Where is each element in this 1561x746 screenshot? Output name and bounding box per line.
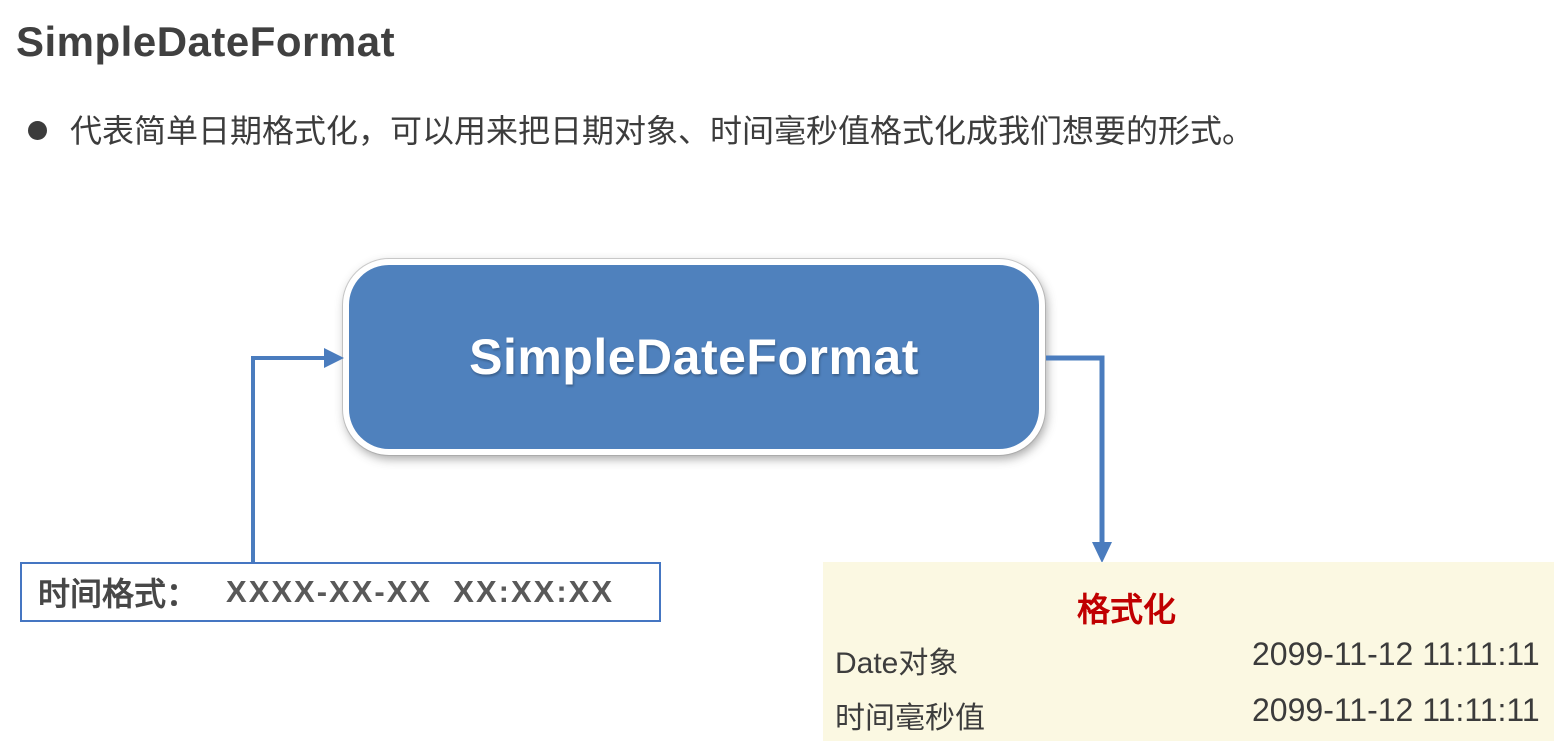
input-connector-arrowhead-icon: [324, 348, 344, 368]
format-result-box: 格式化 Date对象 2099-11-12 11:11:11 时间毫秒值 209…: [823, 562, 1554, 741]
format-row-value: 2099-11-12 11:11:11: [1252, 692, 1540, 728]
simpledateformat-box-label: SimpleDateFormat: [469, 329, 919, 385]
time-pattern-value: XXXX-XX-XX XX:XX:XX: [226, 574, 615, 609]
format-row-label: Date对象: [835, 647, 959, 680]
input-connector-line: [251, 356, 325, 562]
page-title: SimpleDateFormat: [16, 18, 396, 65]
output-connector-line: [1046, 355, 1105, 543]
output-connector-arrowhead-icon: [1092, 542, 1112, 563]
bullet-item: 代表简单日期格式化，可以用来把日期对象、时间毫秒值格式化成我们想要的形式。: [28, 110, 1254, 152]
simpledateformat-box: SimpleDateFormat: [343, 259, 1045, 455]
format-row-label: 时间毫秒值: [835, 702, 985, 735]
bullet-text: 代表简单日期格式化，可以用来把日期对象、时间毫秒值格式化成我们想要的形式。: [70, 113, 1255, 149]
format-row-value: 2099-11-12 11:11:11: [1252, 636, 1540, 672]
bullet-icon: [28, 121, 47, 140]
time-pattern-box: 时间格式： XXXX-XX-XX XX:XX:XX: [20, 562, 661, 622]
format-heading: 格式化: [1077, 591, 1176, 628]
time-pattern-label: 时间格式：: [38, 576, 199, 612]
